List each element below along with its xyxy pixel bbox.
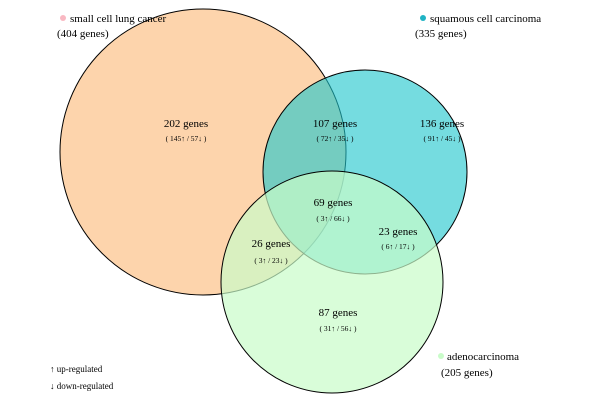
region-adeno-only-count: 87 genes <box>319 307 358 319</box>
region-sclc-scc-detail: ( 72↑ / 35↓ ) <box>316 134 354 143</box>
legend-size-scc: (335 genes) <box>415 28 467 40</box>
legend-size-adeno: (205 genes) <box>441 367 493 379</box>
region-scc-only-detail: ( 91↑ / 45↓ ) <box>423 134 461 143</box>
region-sclc-only-count: 202 genes <box>164 118 208 130</box>
region-scc-only-count: 136 genes <box>420 118 464 130</box>
legend-label-adeno: adenocarcinoma <box>447 351 519 363</box>
legend-dot-scc <box>420 15 426 21</box>
region-scc-adeno-detail: ( 6↑ / 17↓ ) <box>381 242 415 251</box>
key-up-regulated: ↑ up-regulated <box>50 364 103 374</box>
legend-dot-adeno <box>438 353 444 359</box>
circle-adeno <box>220 170 444 394</box>
legend-size-sclc: (404 genes) <box>57 28 109 40</box>
region-sclc-adeno-count: 26 genes <box>252 238 291 250</box>
region-sclc-only-detail: ( 145↑ / 57↓ ) <box>166 134 207 143</box>
region-all-three-detail: ( 3↑ / 66↓ ) <box>316 214 350 223</box>
region-sclc-adeno-detail: ( 3↑ / 23↓ ) <box>254 256 288 265</box>
legend-dot-sclc <box>60 15 66 21</box>
legend-label-sclc: small cell lung cancer <box>70 13 167 25</box>
region-scc-adeno-count: 23 genes <box>379 226 418 238</box>
region-sclc-scc-count: 107 genes <box>313 118 357 130</box>
legend-label-scc: squamous cell carcinoma <box>430 13 541 25</box>
key-down-regulated: ↓ down-regulated <box>50 381 114 391</box>
region-adeno-only-detail: ( 31↑ / 56↓ ) <box>319 324 357 333</box>
region-all-three-count: 69 genes <box>314 197 353 209</box>
